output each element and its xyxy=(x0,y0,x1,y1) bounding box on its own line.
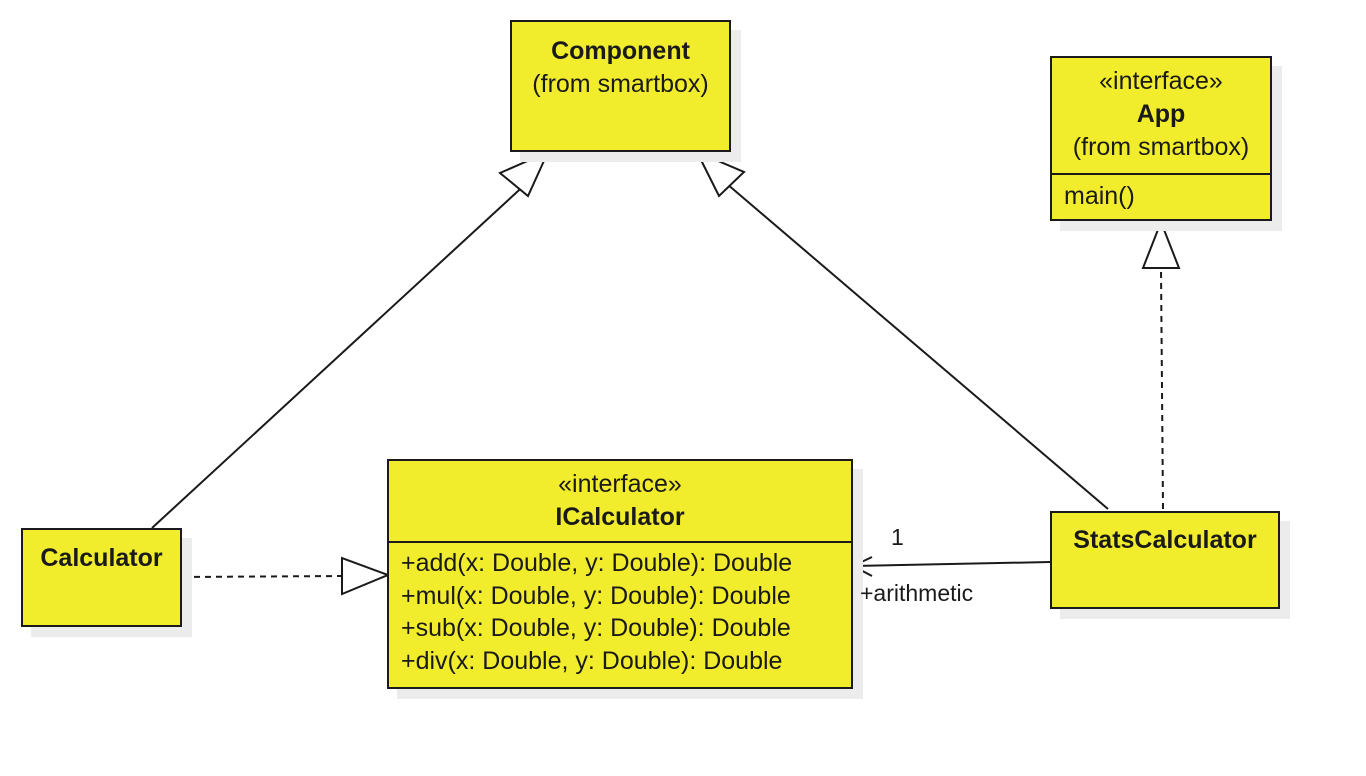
class-name-statscalculator: StatsCalculator xyxy=(1073,526,1257,554)
realization-arrowhead-calculator-icalculator xyxy=(341,556,391,596)
operation-sub: +sub(x: Double, y: Double): Double xyxy=(401,614,791,642)
realization-line-stats-app xyxy=(1160,267,1164,510)
stereotype-app: «interface» xyxy=(1099,67,1223,95)
class-package-component: (from smartbox) xyxy=(532,70,709,98)
class-app[interactable]: «interface» App (from smartbox) main() xyxy=(1050,56,1272,221)
class-statscalculator[interactable]: StatsCalculator xyxy=(1050,511,1280,609)
association-role: +arithmetic xyxy=(860,580,974,606)
realization-line-calculator-icalculator xyxy=(182,575,343,578)
operation-add: +add(x: Double, y: Double): Double xyxy=(401,549,793,577)
class-calculator[interactable]: Calculator xyxy=(21,528,182,627)
association-arrowhead-stats-icalculator xyxy=(850,556,873,577)
realization-arrowhead-stats-app xyxy=(1141,219,1181,269)
class-package-app: (from smartbox) xyxy=(1072,133,1250,161)
class-component[interactable]: Component (from smartbox) xyxy=(510,20,731,152)
class-name-app: App xyxy=(1136,100,1186,128)
operation-main: main() xyxy=(1064,182,1135,210)
association-line-stats-icalculator xyxy=(852,561,1051,567)
generalization-line-calculator-component xyxy=(151,179,531,529)
generalization-arrowhead-calculator-component xyxy=(498,150,550,198)
generalization-arrowhead-stats-component xyxy=(694,150,746,198)
association-multiplicity: 1 xyxy=(891,524,904,550)
generalization-line-stats-component xyxy=(719,177,1109,510)
operation-div: +div(x: Double, y: Double): Double xyxy=(401,646,783,675)
class-name-component: Component xyxy=(551,37,690,65)
operation-mul: +mul(x: Double, y: Double): Double xyxy=(401,581,791,610)
class-icalculator[interactable]: «interface» ICalculator +add(x: Double, … xyxy=(387,459,853,689)
class-name-calculator: Calculator xyxy=(40,544,163,572)
class-name-icalculator: ICalculator xyxy=(555,503,685,531)
stereotype-icalculator: «interface» xyxy=(558,470,682,498)
